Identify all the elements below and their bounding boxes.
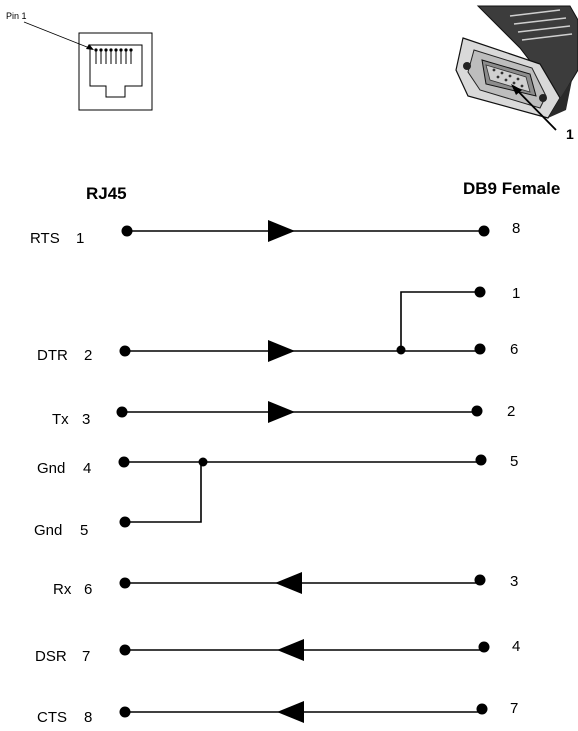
rj45-pin-number: 2 <box>84 347 92 364</box>
db9-pin1-jumper: 1 <box>396 285 520 355</box>
wire-gnd-5: Gnd 5 <box>34 462 202 539</box>
direction-arrow-right <box>268 401 295 423</box>
rj45-signal-name: DTR <box>37 347 68 364</box>
rj45-signal-name: Gnd <box>37 460 65 477</box>
wire-rts: RTS 1 8 <box>30 220 520 247</box>
rj45-pin-number: 3 <box>82 411 90 428</box>
rj45-pin-number: 1 <box>76 230 84 247</box>
db9-connector-icon <box>455 5 578 119</box>
db9-pin-number: 1 <box>512 285 520 302</box>
rj45-terminal <box>119 644 131 656</box>
rj45-signal-name: Rx <box>53 581 72 598</box>
rj45-signal-name: RTS <box>30 230 60 247</box>
rj45-pin-number: 7 <box>82 648 90 665</box>
rj45-pin-number: 5 <box>80 522 88 539</box>
db9-pin-number: 6 <box>510 341 518 358</box>
rj45-signal-name: Gnd <box>34 522 62 539</box>
wire-dtr: DTR 2 6 <box>37 340 518 364</box>
db9-terminal <box>471 405 483 417</box>
wire-line <box>125 462 202 523</box>
db9-pin-number: 2 <box>507 403 515 420</box>
rj45-terminal <box>121 225 133 237</box>
rj45-pin1-label: Pin 1 <box>6 11 27 21</box>
db9-terminal <box>478 225 490 237</box>
direction-arrow-left <box>277 639 304 661</box>
db9-connector-inset: 1 <box>455 5 578 142</box>
rj45-pin1-arrowhead <box>86 44 94 50</box>
db9-pin-number: 8 <box>512 220 520 237</box>
rj45-pin1-pointer <box>23 21 93 50</box>
rj45-pin-number: 8 <box>84 709 92 726</box>
db9-column-title: DB9 Female <box>463 179 560 198</box>
rj45-terminal <box>119 706 131 718</box>
rj45-column-title: RJ45 <box>86 184 127 203</box>
rj45-terminal <box>119 516 131 528</box>
rj45-terminal <box>119 345 131 357</box>
db9-pin1-arrowhead <box>511 84 522 95</box>
rj45-signal-name: Tx <box>52 411 69 428</box>
direction-arrow-right <box>268 220 295 242</box>
wire-gnd-4: Gnd 4 5 <box>37 453 518 477</box>
db9-terminal <box>474 343 486 355</box>
db9-terminal <box>474 286 486 298</box>
db9-terminal <box>478 641 490 653</box>
db9-pin-number: 7 <box>510 700 518 717</box>
db9-pin-number: 4 <box>512 638 520 655</box>
junction-dot <box>198 457 208 467</box>
jumper-line <box>400 291 480 350</box>
rj45-terminal <box>116 406 128 418</box>
rj45-jack-icon <box>89 44 143 98</box>
direction-arrow-left <box>275 572 302 594</box>
rj45-terminal <box>119 577 131 589</box>
db9-pin-number: 5 <box>510 453 518 470</box>
rj45-signal-name: DSR <box>35 648 67 665</box>
rj45-signal-name: CTS <box>37 709 67 726</box>
wire-rx: Rx 6 3 <box>53 572 518 598</box>
wire-cts: CTS 8 7 <box>37 700 518 726</box>
direction-arrow-left <box>277 701 304 723</box>
db9-terminal <box>475 454 487 466</box>
db9-terminal <box>474 574 486 586</box>
wire-tx: Tx 3 2 <box>52 401 515 428</box>
db9-pin-number: 3 <box>510 573 518 590</box>
rj45-pin-number: 6 <box>84 581 92 598</box>
db9-pin1-pointer <box>512 85 557 131</box>
junction-dot <box>396 345 406 355</box>
db9-pin1-label: 1 <box>566 126 574 142</box>
rj45-pin-number: 4 <box>83 460 91 477</box>
rj45-terminal <box>118 456 130 468</box>
rj45-jack-inset: Pin 1 <box>6 11 153 111</box>
db9-terminal <box>476 703 488 715</box>
direction-arrow-right <box>268 340 295 362</box>
wire-dsr: DSR 7 4 <box>35 638 520 665</box>
